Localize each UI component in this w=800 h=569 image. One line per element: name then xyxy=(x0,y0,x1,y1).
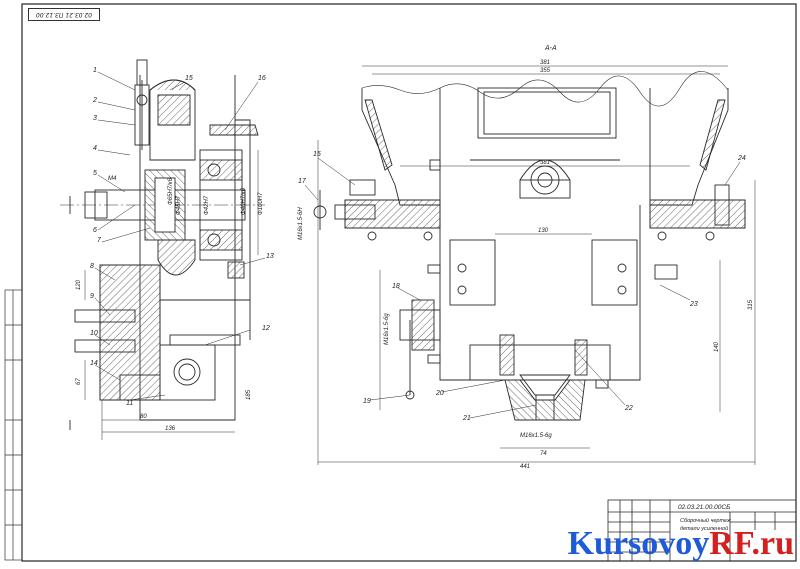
section-view xyxy=(304,65,756,465)
callout-15: 15 xyxy=(185,75,193,82)
callout-6: 6 xyxy=(93,227,97,234)
dim-74: 74 xyxy=(540,451,547,457)
callout-r22: 22 xyxy=(624,405,633,412)
dim-outer: Ф100Н7 xyxy=(258,192,264,215)
callout-12: 12 xyxy=(262,325,270,332)
callout-8: 8 xyxy=(90,263,94,270)
side-view-callouts: 1 2 3 4 5 6 7 8 9 10 11 12 13 14 15 16 xyxy=(90,67,274,407)
section-view-dimensions: 381 355 381 130 М16х1.5-6Н М16х1.5-6g М1… xyxy=(298,60,754,470)
side-view xyxy=(60,59,266,440)
callout-r17: 17 xyxy=(298,178,307,185)
dim-381-top: 381 xyxy=(540,60,550,66)
dim-136: 136 xyxy=(165,426,176,432)
dim-thread: М4 xyxy=(108,176,117,182)
sheet-frame xyxy=(21,3,797,562)
watermark-part1: Kursovoy xyxy=(567,525,710,562)
left-edge-strip xyxy=(4,289,23,561)
dim-185: 185 xyxy=(246,389,252,400)
drawing-name-line1: Сборочный чертеж xyxy=(680,517,731,524)
dim-shaft-fit: Ф65Н7/к6 xyxy=(168,177,174,205)
dim-bearing: Ф40Н7/к6 xyxy=(241,187,247,215)
side-view-dimensions: Ф65Н7/к6 Ф45Н7 Ф40Н7/к6 Ф100Н7 М4 Ф42Н7 … xyxy=(76,176,264,432)
callout-1: 1 xyxy=(93,67,97,74)
dim-bore: Ф45Н7 xyxy=(176,195,182,215)
callout-5: 5 xyxy=(93,170,97,177)
dim-thread-clamp: М16х1.5-6g xyxy=(384,313,390,345)
dim-355: 355 xyxy=(540,68,551,74)
callout-16: 16 xyxy=(258,75,266,82)
section-view-callouts: А-А 15 17 18 19 20 21 22 23 24 xyxy=(298,45,746,422)
dim-130: 130 xyxy=(538,228,549,234)
top-stamp: 02.03.21 ПЗ.12.00 xyxy=(28,8,100,21)
dim-441: 441 xyxy=(520,464,530,470)
dim-315: 315 xyxy=(748,299,754,310)
title-block xyxy=(607,499,797,562)
callout-r24: 24 xyxy=(737,155,746,162)
dim-thread-left: М16х1.5-6Н xyxy=(298,207,304,240)
watermark-logo: KursovoyRF.ru xyxy=(568,527,794,561)
dim-80: 80 xyxy=(140,414,147,420)
dim-67: 67 xyxy=(76,378,82,385)
callout-3: 3 xyxy=(93,115,97,122)
callout-11: 11 xyxy=(126,400,133,407)
callout-9: 9 xyxy=(90,293,94,300)
callout-r18: 18 xyxy=(392,283,400,290)
drawing-code: 02.03.21.00.00СБ xyxy=(678,504,730,511)
callout-r23: 23 xyxy=(689,301,698,308)
dim-381-mid: 381 xyxy=(540,160,550,166)
callout-14: 14 xyxy=(90,360,98,367)
callout-r21: 21 xyxy=(462,415,471,422)
dim-120: 120 xyxy=(76,279,82,290)
dim-thread-bottom: М16х1.5-6g xyxy=(520,433,552,439)
watermark-part2: RF.ru xyxy=(709,525,794,562)
drawing-name-line2: детали усиленной xyxy=(680,525,728,532)
callout-2: 2 xyxy=(92,97,97,104)
callout-r15: 15 xyxy=(313,151,321,158)
section-label: А-А xyxy=(544,45,557,52)
dim-inner: Ф42Н7 xyxy=(204,195,210,215)
callout-10: 10 xyxy=(90,330,98,337)
callout-7: 7 xyxy=(97,237,102,244)
dim-140: 140 xyxy=(714,341,720,352)
title-block-text: 02.03.21.00.00СБ Сборочный чертеж детали… xyxy=(678,504,731,532)
callout-4: 4 xyxy=(93,145,97,152)
callout-r19: 19 xyxy=(363,398,371,405)
callout-r20: 20 xyxy=(435,390,444,397)
callout-13: 13 xyxy=(266,253,274,260)
